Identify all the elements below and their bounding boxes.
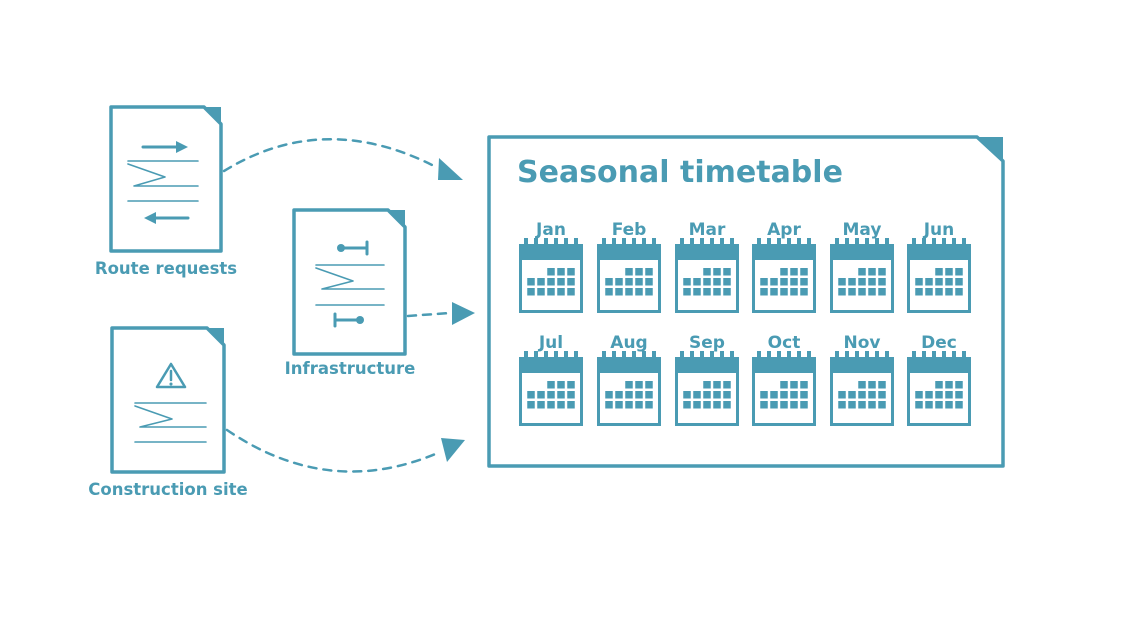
calendar-icon xyxy=(675,351,739,426)
month-label-jun: Jun xyxy=(923,220,955,240)
calendar-icon xyxy=(907,351,971,426)
calendar-icon xyxy=(752,238,816,313)
calendar-icon xyxy=(597,238,661,313)
calendar-icon xyxy=(597,351,661,426)
month-label-apr: Apr xyxy=(767,220,801,240)
calendar-icon xyxy=(830,351,894,426)
infrastructure-document-icon xyxy=(292,208,407,356)
arrow-route-requests xyxy=(222,138,440,173)
month-label-oct: Oct xyxy=(767,333,801,353)
warning-triangle-icon xyxy=(155,362,187,389)
arrow-infrastructure xyxy=(406,311,452,318)
route-requests-label: Route requests xyxy=(94,259,238,278)
month-label-jul: Jul xyxy=(538,333,564,353)
month-label-feb: Feb xyxy=(611,220,647,240)
calendar-icon xyxy=(752,351,816,426)
construction-site-label: Construction site xyxy=(88,480,248,499)
month-label-nov: Nov xyxy=(843,333,881,353)
calendar-icon xyxy=(519,238,583,313)
timetable-title: Seasonal timetable xyxy=(517,155,843,190)
month-label-may: May xyxy=(842,220,882,240)
construction-site-document-icon xyxy=(110,326,226,474)
month-label-aug: Aug xyxy=(610,333,648,353)
calendar-icon xyxy=(519,351,583,426)
infrastructure-label: Infrastructure xyxy=(284,359,416,378)
calendar-icon xyxy=(830,238,894,313)
connector-arrows xyxy=(222,138,475,473)
seasonal-timetable-frame xyxy=(487,135,1005,468)
route-requests-document-icon xyxy=(109,105,223,253)
month-label-dec: Dec xyxy=(921,333,957,353)
calendar-icon xyxy=(907,238,971,313)
arrow-construction-site xyxy=(225,428,442,473)
month-label-mar: Mar xyxy=(688,220,726,240)
month-label-sep: Sep xyxy=(689,333,725,353)
month-label-jan: Jan xyxy=(536,220,566,240)
calendar-icon xyxy=(675,238,739,313)
